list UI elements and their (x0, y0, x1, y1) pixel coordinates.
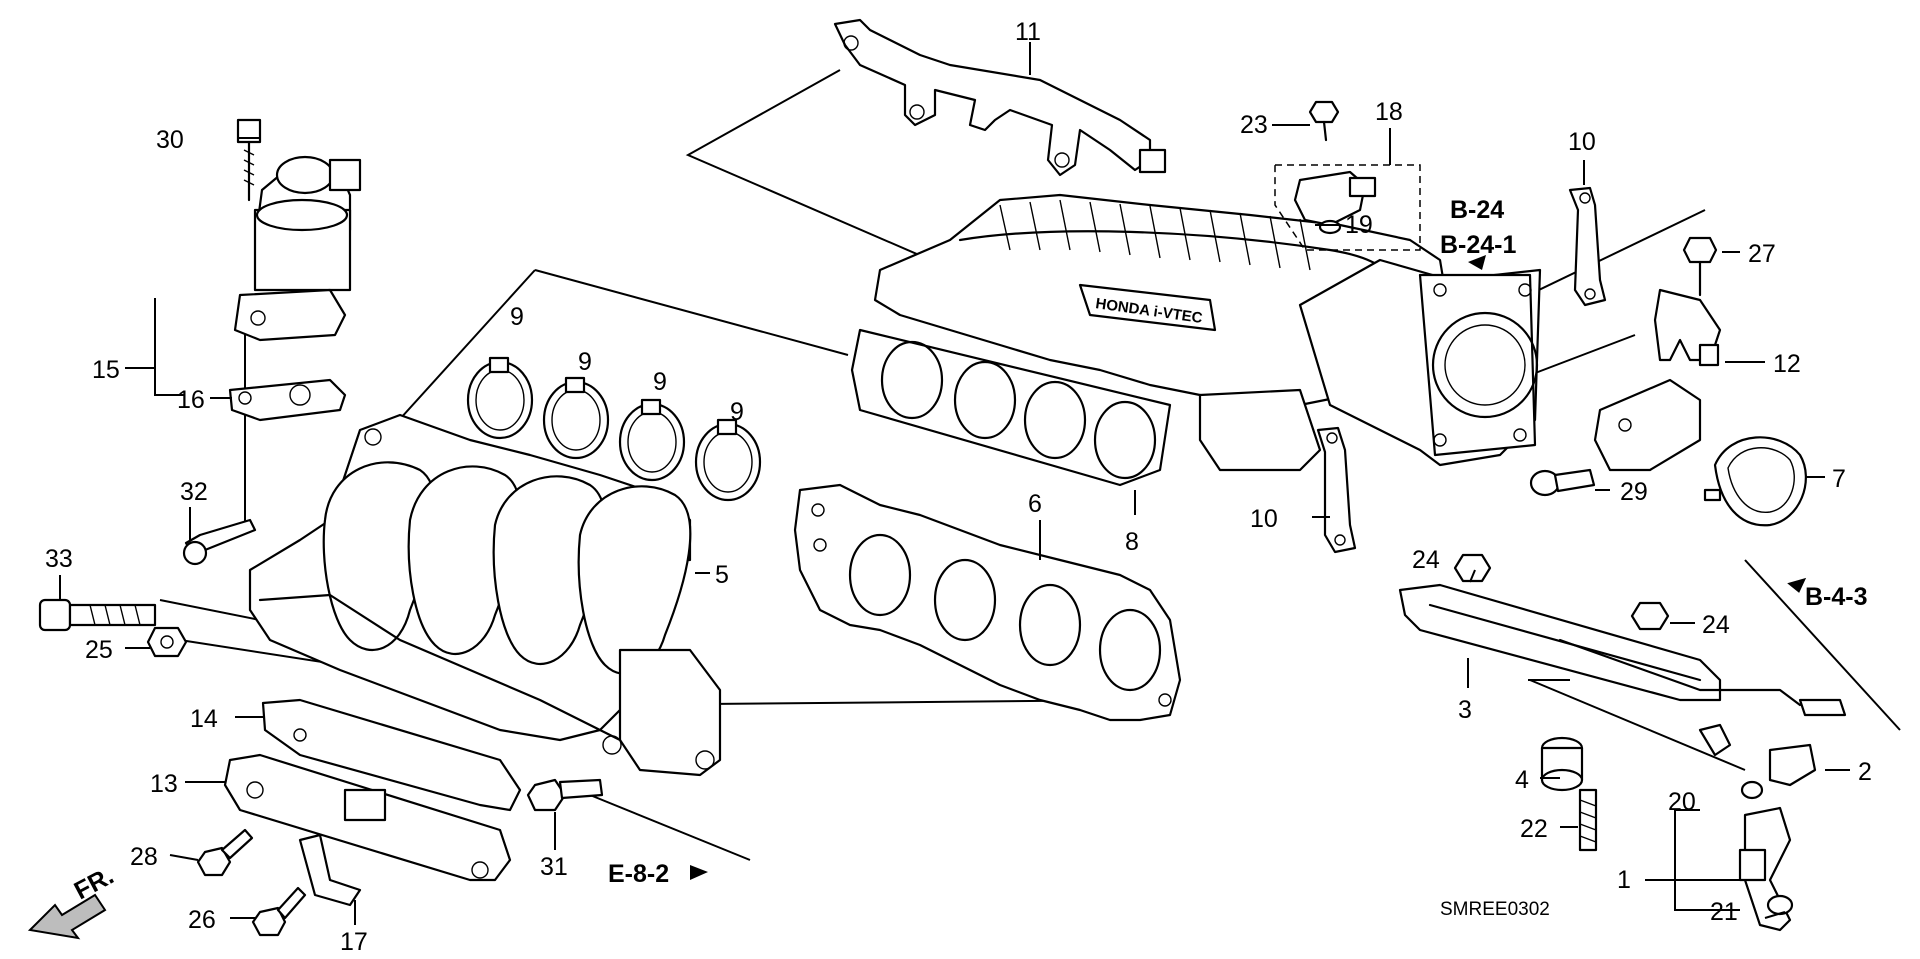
egr-valve-15 (233, 155, 362, 342)
callout-15: 15 (92, 356, 120, 384)
bolt-29 (1529, 468, 1596, 497)
callout-leaders (59, 42, 1850, 925)
bracket-13 (223, 753, 512, 882)
bolt-33 (38, 598, 157, 632)
bracket-11 (833, 18, 1167, 177)
ref-arrows (690, 255, 1807, 880)
callout-22: 22 (1520, 815, 1548, 843)
ref-b4-3: B-4-3 (1805, 583, 1868, 611)
callout-20: 20 (1668, 788, 1696, 816)
stud-22 (1578, 788, 1598, 852)
callout-26: 26 (188, 906, 216, 934)
callout-9-b: 9 (578, 348, 592, 376)
callout-3: 3 (1458, 696, 1472, 724)
callout-11: 11 (1015, 18, 1041, 46)
cushion-4 (1540, 736, 1584, 792)
bolt-32 (182, 518, 257, 566)
callout-10-upper: 10 (1568, 128, 1596, 156)
callouts: 11 23 18 19 10 10 27 12 29 7 6 8 30 15 1… (45, 18, 1872, 956)
reference-codes: B-24 B-24-1 B-4-3 E-8-2 (608, 196, 1868, 888)
fuel-rail-3 (1398, 583, 1847, 757)
bracket-12 (1593, 288, 1722, 472)
callout-14: 14 (190, 705, 218, 733)
callout-2: 2 (1858, 758, 1872, 786)
direction-label: FR. (70, 862, 119, 906)
ref-e8-2: E-8-2 (608, 860, 669, 888)
callout-21: 21 (1710, 898, 1738, 926)
callout-1: 1 (1617, 866, 1631, 894)
gasket-7 (1703, 436, 1807, 527)
callout-16: 16 (177, 386, 205, 414)
o-rings-9 (466, 356, 762, 502)
callout-32: 32 (180, 478, 208, 506)
gasket-16 (228, 378, 347, 422)
callout-10-lower: 10 (1250, 505, 1278, 533)
bracket-10-lower (1316, 426, 1357, 554)
ref-b24: B-24 (1450, 196, 1504, 224)
callout-7: 7 (1832, 465, 1846, 493)
gasket-6 (793, 483, 1182, 722)
diagram-code: SMREE0302 (1440, 899, 1550, 920)
callout-24-b: 24 (1702, 611, 1730, 639)
nut-25 (146, 626, 188, 658)
throttle-flange (1298, 258, 1542, 467)
callout-28: 28 (130, 843, 158, 871)
callout-6: 6 (1028, 490, 1042, 518)
o-ring-20 (1740, 780, 1764, 800)
callout-5: 5 (715, 561, 729, 589)
bolt-28 (196, 828, 254, 877)
callout-8: 8 (1125, 528, 1139, 556)
callout-9-d: 9 (730, 398, 744, 426)
callout-27: 27 (1748, 240, 1776, 268)
bracket-17 (298, 833, 362, 907)
callout-13: 13 (150, 770, 178, 798)
callout-9-a: 9 (510, 303, 524, 331)
callout-4: 4 (1515, 766, 1529, 794)
clip-2 (1768, 743, 1817, 787)
callout-31: 31 (540, 853, 568, 881)
fr-arrow (27, 893, 107, 940)
callout-33: 33 (45, 545, 73, 573)
bolt-27 (1682, 236, 1718, 297)
bracket-14 (261, 698, 522, 812)
callout-24-a: 24 (1412, 546, 1440, 574)
callout-12: 12 (1773, 350, 1801, 378)
o-ring-21 (1766, 894, 1794, 916)
callout-19: 19 (1345, 211, 1373, 239)
callout-23: 23 (1240, 111, 1268, 139)
bolt-30 (236, 118, 262, 202)
intake-manifold-5 (248, 413, 722, 777)
callout-17: 17 (340, 928, 368, 956)
bracket-10-upper (1568, 186, 1607, 307)
sensor-group-18 (1274, 100, 1421, 251)
bolt-26 (251, 886, 307, 937)
nuts-24 (1453, 553, 1670, 631)
callout-30: 30 (156, 126, 184, 154)
callout-25: 25 (85, 636, 113, 664)
bolt-31 (526, 778, 604, 812)
ref-b24-1: B-24-1 (1440, 231, 1517, 259)
callout-29: 29 (1620, 478, 1648, 506)
callout-9-c: 9 (653, 368, 667, 396)
callout-18: 18 (1375, 98, 1403, 126)
